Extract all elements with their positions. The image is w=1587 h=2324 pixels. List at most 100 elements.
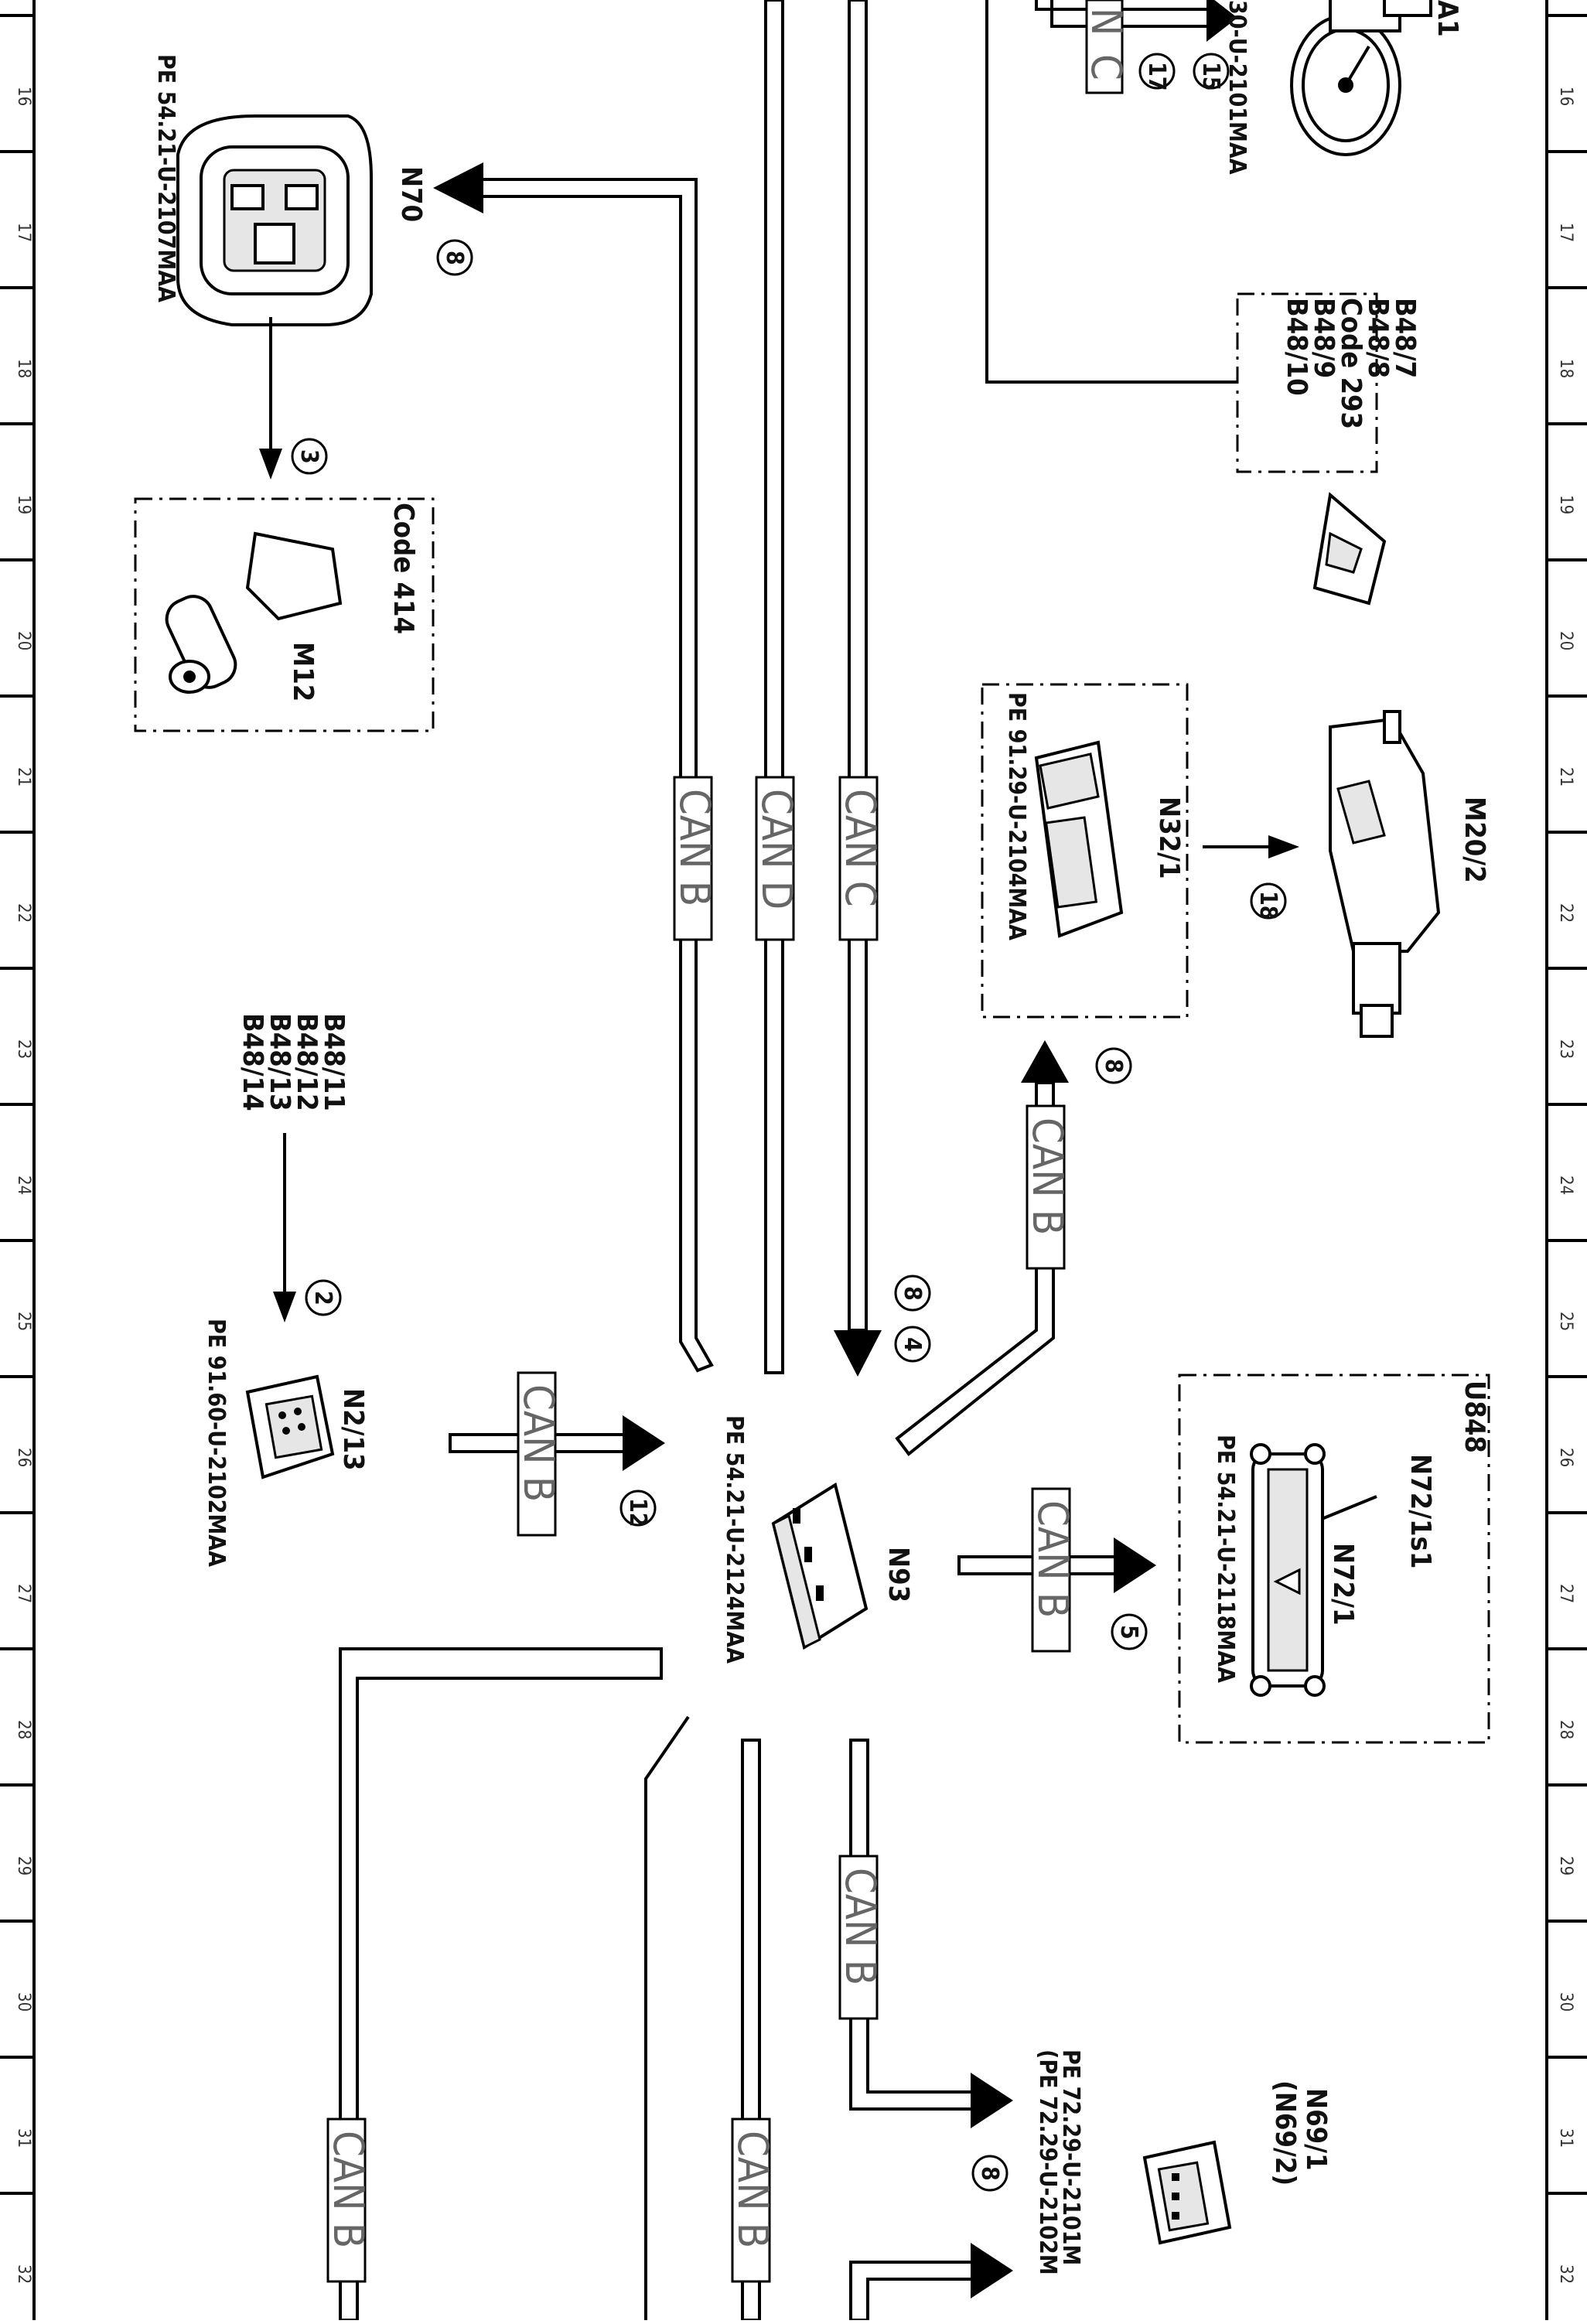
n70-label: N70 (395, 166, 427, 222)
u848-label: U848 (1459, 1380, 1490, 1453)
can-b-label-lower-1: CAN B (324, 2131, 373, 2248)
n72-1s1-label: N72/1s1 (1404, 1454, 1436, 1568)
tick-left-18: 18 (14, 359, 33, 378)
n32-1-group: PE 91.29-U-2104MAA N32/1 18 (981, 683, 1299, 1019)
n70-group: PE 54.21-U-2107MAA N70 8 3 (152, 54, 473, 479)
left-grid-strip (0, 0, 36, 2320)
n93-group: PE 54.21-U-2124MAA N93 CAN B 5 (721, 1415, 1156, 1664)
can-b-label-lower-2: CAN B (729, 2131, 777, 2248)
num-8-n69: 8 (976, 2166, 1003, 2181)
n69-group: PE 72.29-U-2101M (PE 72.29-U-2102M N69/1… (1034, 2049, 1332, 2275)
n70-overhead-panel-icon (176, 114, 373, 326)
can-b-label-n69: CAN B (836, 1868, 885, 1985)
n69-ref-1: PE 72.29-U-2101M (1057, 2049, 1084, 2265)
n2-13-group: PE 91.60-U-2102MAA N2/13 CAN B 12 (203, 1319, 665, 1567)
tick-left-26: 26 (14, 1448, 33, 1467)
tick-left-20: 20 (14, 631, 33, 650)
b48-left-line-2: B48/12 (291, 1013, 323, 1111)
can-b-wire-n32: CAN B 8 (895, 1040, 1132, 1456)
b48-top-line-3: Code 293 (1335, 298, 1367, 429)
can-partial-c: C (1082, 54, 1131, 80)
tick-right-23: 23 (1556, 1039, 1575, 1059)
n93-module-icon (771, 1482, 869, 1650)
tick-left-16: 16 (14, 87, 33, 106)
tick-right-18: 18 (1556, 359, 1575, 378)
tick-right-24: 24 (1556, 1176, 1575, 1195)
num-8-canc: 8 (899, 1286, 926, 1301)
b48-sensor-icon (1312, 492, 1387, 606)
m20-2-group: M20/2 (1329, 710, 1490, 1038)
can-b-label-n32: CAN B (1023, 1118, 1072, 1235)
tick-left-19: 19 (14, 495, 33, 514)
tick-right-31: 31 (1556, 2128, 1575, 2148)
n2-13-ref: PE 91.60-U-2102MAA (203, 1319, 230, 1567)
a1-ref: 30-U-2101MAA (1224, 0, 1251, 175)
tick-left-17: 17 (14, 223, 33, 242)
grid-tick-labels: 16 17 18 19 20 21 22 23 24 25 26 27 28 2… (14, 87, 1575, 2284)
n32-1-label: N32/1 (1153, 797, 1185, 879)
n70-arrow (433, 162, 483, 213)
a1-label: A1 (1432, 0, 1463, 37)
b48-left-line-1: B48/11 (318, 1013, 350, 1111)
tick-left-32: 32 (14, 2264, 33, 2284)
tick-right-25: 25 (1556, 1312, 1575, 1331)
can-c-label: CAN C (836, 789, 885, 907)
b48-left-group: B48/11 B48/12 B48/13 B48/14 2 (237, 1013, 350, 1322)
n72-1-label: N72/1 (1327, 1543, 1359, 1626)
b48-top-line-4: B48/9 (1308, 298, 1340, 378)
m12-group: Code 414 M12 (134, 497, 435, 732)
b48-left-line-4: B48/14 (237, 1013, 268, 1111)
tick-left-31: 31 (14, 2128, 33, 2148)
tick-left-29: 29 (14, 1856, 33, 1875)
tick-left-24: 24 (14, 1176, 33, 1195)
tick-left-22: 22 (14, 903, 33, 923)
tick-right-26: 26 (1556, 1448, 1575, 1467)
num-8-n70: 8 (441, 251, 468, 265)
can-b-wire-n70 (478, 178, 714, 1373)
bus-wires (478, 0, 868, 1374)
b48-top-line-2: B48/8 (1362, 298, 1394, 378)
tick-left-27: 27 (14, 1584, 33, 1603)
right-grid-strip (1545, 0, 1587, 2320)
tick-left-25: 25 (14, 1312, 33, 1331)
num-18: 18 (1254, 891, 1282, 920)
n32-1-ref: PE 91.29-U-2104MAA (1003, 692, 1030, 940)
b48-top-line-1: B48/7 (1389, 298, 1421, 378)
tick-right-30: 30 (1556, 1992, 1575, 2012)
n69-1-label: N69/1 (1300, 2088, 1332, 2171)
hazard-switch-icon (1250, 1443, 1326, 1697)
n69-ref-2: (PE 72.29-U-2102M (1034, 2049, 1061, 2275)
tick-left-30: 30 (14, 1992, 33, 2012)
tick-right-32: 32 (1556, 2264, 1575, 2284)
can-d-label: CAN D (753, 789, 801, 909)
can-b-label-1: CAN B (671, 789, 719, 906)
num-12: 12 (624, 1498, 651, 1527)
tick-right-20: 20 (1556, 631, 1575, 650)
tick-left-28: 28 (14, 1720, 33, 1739)
tick-left-23: 23 (14, 1039, 33, 1059)
tick-right-29: 29 (1556, 1856, 1575, 1875)
can-partial-n: N (1082, 8, 1131, 36)
num-17: 17 (1143, 62, 1170, 91)
can-b-label-u848: CAN B (1029, 1500, 1077, 1618)
u848-group: U848 N72/1s1 N72/1 PE 54.21-U-2118MAA (1178, 1374, 1490, 1744)
num-4: 4 (899, 1337, 926, 1352)
tick-right-28: 28 (1556, 1720, 1575, 1739)
tick-right-16: 16 (1556, 87, 1575, 106)
a1-region: N C 17 15 30-U-2101MAA A1 (985, 0, 1463, 384)
b48-top-line-5: B48/10 (1281, 298, 1312, 396)
m12-label: M12 (287, 642, 319, 701)
n2-13-connector-icon (245, 1374, 335, 1479)
b48-left-line-3: B48/13 (264, 1013, 295, 1111)
n93-label: N93 (882, 1547, 914, 1602)
tick-left-21: 21 (14, 767, 33, 787)
tick-right-17: 17 (1556, 223, 1575, 242)
can-d-wire (764, 0, 784, 1374)
tick-right-22: 22 (1556, 903, 1575, 923)
u848-ref: PE 54.21-U-2118MAA (1212, 1435, 1239, 1683)
num-5: 5 (1115, 1625, 1142, 1640)
bus-labels-main: CAN B CAN D CAN C (671, 776, 885, 941)
m12-code: Code 414 (387, 503, 419, 634)
tick-right-19: 19 (1556, 495, 1575, 514)
num-2: 2 (309, 1291, 336, 1305)
